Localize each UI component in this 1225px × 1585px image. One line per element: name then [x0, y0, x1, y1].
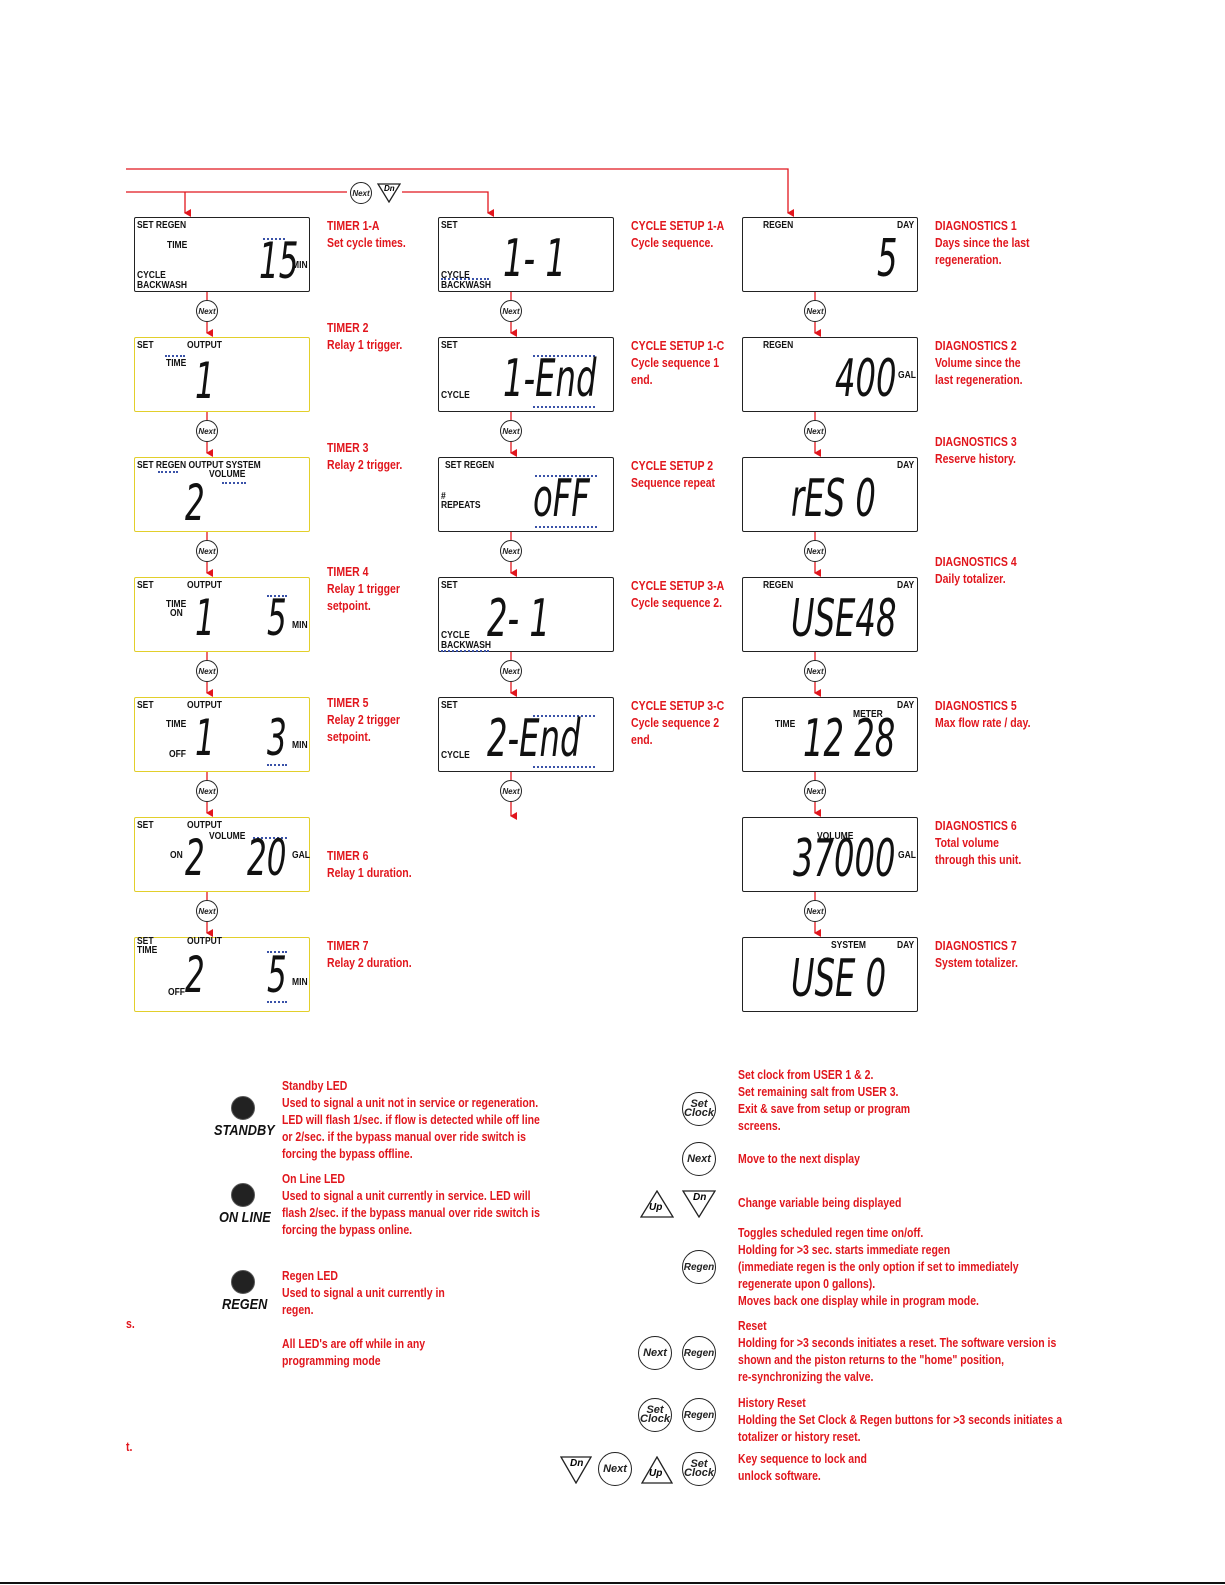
regen-caption: REGEN — [222, 1296, 268, 1313]
set-clock-desc: Set clock from USER 1 & 2.Set remaining … — [738, 1068, 911, 1133]
lcd-cycle-1a: SET CYCLE BACKWASH 1- 1 — [438, 217, 614, 292]
lcd-diag-6: VOLUME 37000 GAL — [742, 817, 918, 892]
next-button[interactable]: Next — [804, 780, 826, 802]
margin-fragment: t. — [126, 1440, 133, 1454]
margin-fragment: s. — [126, 1317, 135, 1331]
lcd-diag-4: REGEN DAY USE48 — [742, 577, 918, 652]
next-button[interactable]: Next — [804, 420, 826, 442]
up-triangle-icon — [639, 1189, 675, 1218]
down-triangle-icon — [376, 183, 402, 204]
next-button[interactable]: Next — [638, 1336, 672, 1370]
regen-led-icon — [231, 1270, 255, 1294]
lcd-timer-3: SET REGEN OUTPUT SYSTEM VOLUME 2 — [134, 457, 310, 532]
next-button[interactable]: Next — [500, 780, 522, 802]
online-led-icon — [231, 1183, 255, 1207]
lcd-timer-7: SET TIME OUTPUT OFF 2 5 MIN — [134, 937, 310, 1012]
lcd-cycle-3a: SET CYCLE BACKWASH 2- 1 — [438, 577, 614, 652]
regen-button[interactable]: Regen — [682, 1336, 716, 1370]
down-triangle-icon — [681, 1190, 717, 1219]
regen-desc: Toggles scheduled regen time on/off.Hold… — [738, 1226, 1019, 1308]
next-button[interactable]: Next — [196, 780, 218, 802]
next-button[interactable]: Next — [500, 420, 522, 442]
up-button[interactable]: Up — [640, 1455, 674, 1484]
lcd-diag-3: DAY rES 0 — [742, 457, 918, 532]
lcd-timer-5: SET OUTPUT TIME OFF 1 3 MIN — [134, 697, 310, 772]
lcd-cycle-3c: SET CYCLE 2-End — [438, 697, 614, 772]
lcd-cycle-2: SET REGEN # REPEATS oFF — [438, 457, 614, 532]
next-button[interactable]: Next — [804, 540, 826, 562]
regen-button[interactable]: Regen — [682, 1250, 716, 1284]
next-button[interactable]: Next — [804, 660, 826, 682]
lcd-timer-4: SET OUTPUT TIME ON 1 5 MIN — [134, 577, 310, 652]
next-button[interactable]: Next — [500, 540, 522, 562]
lcd-cycle-1c: SET CYCLE 1-End — [438, 337, 614, 412]
up-triangle-icon — [640, 1455, 674, 1484]
next-button[interactable]: Next — [804, 300, 826, 322]
lcd-diag-2: REGEN 400 GAL — [742, 337, 918, 412]
dn-button[interactable]: Dn — [559, 1456, 593, 1485]
next-button[interactable]: Next — [804, 900, 826, 922]
next-button[interactable]: Next — [196, 420, 218, 442]
lcd-diag-5: DAY METER TIME 12 28 — [742, 697, 918, 772]
dn-button[interactable]: Dn — [376, 183, 402, 204]
next-button[interactable]: Next — [196, 900, 218, 922]
online-caption: ON LINE — [219, 1209, 271, 1226]
lcd-diag-1: REGEN DAY 5 — [742, 217, 918, 292]
next-button[interactable]: Next — [500, 300, 522, 322]
next-button[interactable]: Next — [682, 1142, 716, 1176]
lcd-timer-1a: SET REGEN TIME CYCLE BACKWASH 15 MIN — [134, 217, 310, 292]
lcd-diag-7: SYSTEM DAY USE 0 — [742, 937, 918, 1012]
standby-caption: STANDBY — [214, 1122, 275, 1139]
next-button[interactable]: Next — [500, 660, 522, 682]
standby-led-icon — [231, 1096, 255, 1120]
dn-button[interactable]: Dn — [681, 1190, 717, 1219]
lcd-timer-2: SET OUTPUT TIME 1 — [134, 337, 310, 412]
next-button[interactable]: Next — [196, 660, 218, 682]
next-desc: Move to the next display — [738, 1152, 860, 1166]
up-dn-desc: Change variable being displayed — [738, 1196, 902, 1210]
next-button[interactable]: Next — [598, 1452, 632, 1486]
up-button[interactable]: Up — [639, 1189, 675, 1218]
regen-button[interactable]: Regen — [682, 1398, 716, 1432]
next-button[interactable]: Next — [196, 540, 218, 562]
down-triangle-icon — [559, 1456, 593, 1485]
next-button[interactable]: Next — [196, 300, 218, 322]
lcd-timer-6: SET OUTPUT VOLUME ON 2 20 GAL — [134, 817, 310, 892]
next-button[interactable]: Next — [350, 182, 372, 204]
